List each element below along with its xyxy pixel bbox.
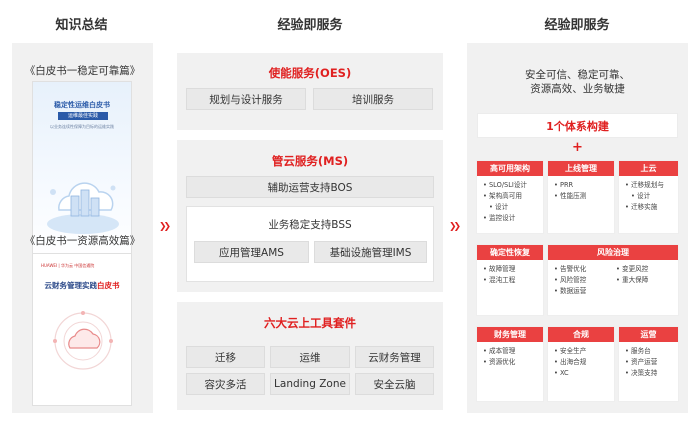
cloud-illustration-icon	[53, 311, 113, 370]
list-item: 设计	[483, 202, 539, 213]
ims-management[interactable]: 基础设施管理IMS	[314, 241, 427, 263]
cell-high-availability[interactable]: 高可用架构 SLO/SLI设计 架构高可用 设计 监控设计	[476, 160, 544, 234]
bss-support-label: 业务稳定支持BSS	[268, 219, 352, 231]
book1-cover[interactable]: 稳定性运维白皮书 运维最佳实践 以业务连续性保障为目标的运维实践	[32, 81, 132, 261]
tool-operations[interactable]: 运维	[270, 346, 350, 368]
cloud-illustration-icon	[47, 182, 119, 234]
cell-compliance[interactable]: 合规 安全生产 出海合规 XC	[547, 326, 615, 402]
list-item: 服务台	[625, 346, 674, 357]
cell-operations-title: 运营	[619, 327, 678, 342]
book1-cover-title: 稳定性运维白皮书	[54, 101, 110, 109]
list-item: PRR	[554, 180, 610, 191]
list-item: 告警优化	[554, 264, 586, 275]
tool-landing-zone[interactable]: Landing Zone	[270, 373, 350, 395]
bos-support[interactable]: 辅助运营支持BOS	[186, 176, 434, 198]
list-item: 安全生产	[554, 346, 610, 357]
middle-column-header: 经验即服务	[277, 18, 343, 33]
book1-cover-text: 以业务连续性保障为目标的运维实践	[50, 124, 114, 129]
list-item: 混沌工程	[483, 275, 539, 286]
list-item: 成本管理	[483, 346, 539, 357]
list-item: 变更风控	[616, 264, 648, 275]
cell-high-availability-title: 高可用架构	[477, 161, 543, 176]
list-item: 性能压测	[554, 191, 610, 202]
system-build-banner: 1个体系构建	[477, 113, 678, 138]
cell-risk-governance-title: 风险治理	[548, 245, 678, 260]
list-item: 迁移规划与	[625, 180, 674, 191]
list-item: 迁移实施	[625, 202, 674, 213]
list-item: 资产运营	[625, 357, 674, 368]
chevron-double-right-icon: ❯❯	[159, 222, 171, 232]
list-item: 出海合规	[554, 357, 610, 368]
list-item: 重大保障	[616, 275, 648, 286]
book2-title: 《白皮书一资源高效篇》	[24, 235, 141, 247]
cell-financial-management-title: 财务管理	[477, 327, 543, 342]
book2-cover[interactable]: HUAWEI | 华为云 中国信通院 云财务管理实践白皮书	[32, 253, 132, 406]
book2-cover-title-a: 云财务管理实践	[44, 281, 98, 290]
cell-compliance-title: 合规	[548, 327, 614, 342]
tool-migration[interactable]: 迁移	[186, 346, 265, 368]
list-item: 数据运营	[554, 286, 586, 297]
ms-title: 管云服务(MS)	[271, 154, 349, 168]
cell-launch-management-title: 上线管理	[548, 161, 614, 176]
list-item: 决策支持	[625, 368, 674, 379]
tagline-line1: 安全可信、稳定可靠、	[525, 69, 630, 81]
book2-cover-title-b: 白皮书	[97, 281, 120, 290]
right-column-header: 经验即服务	[544, 18, 610, 33]
oes-title: 使能服务(OES)	[268, 66, 352, 80]
tool-security-brain[interactable]: 安全云脑	[355, 373, 434, 395]
list-item: 设计	[625, 191, 674, 202]
tool-cloud-finance[interactable]: 云财务管理	[355, 346, 434, 368]
cell-operations[interactable]: 运营 服务台 资产运营 决策支持	[618, 326, 679, 402]
list-item: 风险管控	[554, 275, 586, 286]
plus-sign: +	[572, 140, 583, 155]
left-column-header: 知识总结	[55, 18, 108, 33]
chevron-double-right-icon: ❯❯	[449, 222, 461, 232]
training-service[interactable]: 培训服务	[313, 88, 433, 110]
cell-cloud-migration[interactable]: 上云 迁移规划与 设计 迁移实施	[618, 160, 679, 234]
cell-risk-governance[interactable]: 风险治理 告警优化 风险管控 数据运营 变更风控 重大保障	[547, 244, 679, 316]
cell-cloud-migration-title: 上云	[619, 161, 678, 176]
cell-deterministic-recovery[interactable]: 确定性恢复 故障管理 混沌工程	[476, 244, 544, 316]
tool-disaster-recovery[interactable]: 容灾多活	[186, 373, 265, 395]
value-panel: 安全可信、稳定可靠、 资源高效、业务敏捷 1个体系构建 + 高可用架构 SLO/…	[467, 43, 688, 413]
knowledge-panel: 《白皮书一稳定可靠篇》 稳定性运维白皮书 运维最佳实践 以业务连续性保障为目标的…	[12, 43, 153, 413]
cell-deterministic-recovery-title: 确定性恢复	[477, 245, 543, 260]
list-item: 资源优化	[483, 357, 539, 368]
book1-title: 《白皮书一稳定可靠篇》	[24, 65, 141, 77]
planning-design-service[interactable]: 规划与设计服务	[186, 88, 306, 110]
tagline-line2: 资源高效、业务敏捷	[530, 83, 625, 95]
list-item: 故障管理	[483, 264, 539, 275]
list-item: SLO/SLI设计	[483, 180, 539, 191]
oes-panel: 使能服务(OES) 规划与设计服务 培训服务	[177, 53, 443, 130]
tools-title: 六大云上工具套件	[264, 316, 356, 330]
cell-launch-management[interactable]: 上线管理 PRR 性能压测	[547, 160, 615, 234]
cell-financial-management[interactable]: 财务管理 成本管理 资源优化	[476, 326, 544, 402]
ams-management[interactable]: 应用管理AMS	[194, 241, 309, 263]
ms-panel: 管云服务(MS) 辅助运营支持BOS 业务稳定支持BSS 应用管理AMS 基础设…	[177, 140, 443, 292]
list-item: 监控设计	[483, 213, 539, 224]
book1-cover-sub: 运维最佳实践	[58, 112, 108, 120]
huawei-logo-icon: HUAWEI | 华为云 中国信通院	[41, 263, 95, 268]
list-item: 架构高可用	[483, 191, 539, 202]
list-item: XC	[554, 368, 610, 379]
tools-panel: 六大云上工具套件 迁移 运维 云财务管理 容灾多活 Landing Zone 安…	[177, 302, 443, 410]
